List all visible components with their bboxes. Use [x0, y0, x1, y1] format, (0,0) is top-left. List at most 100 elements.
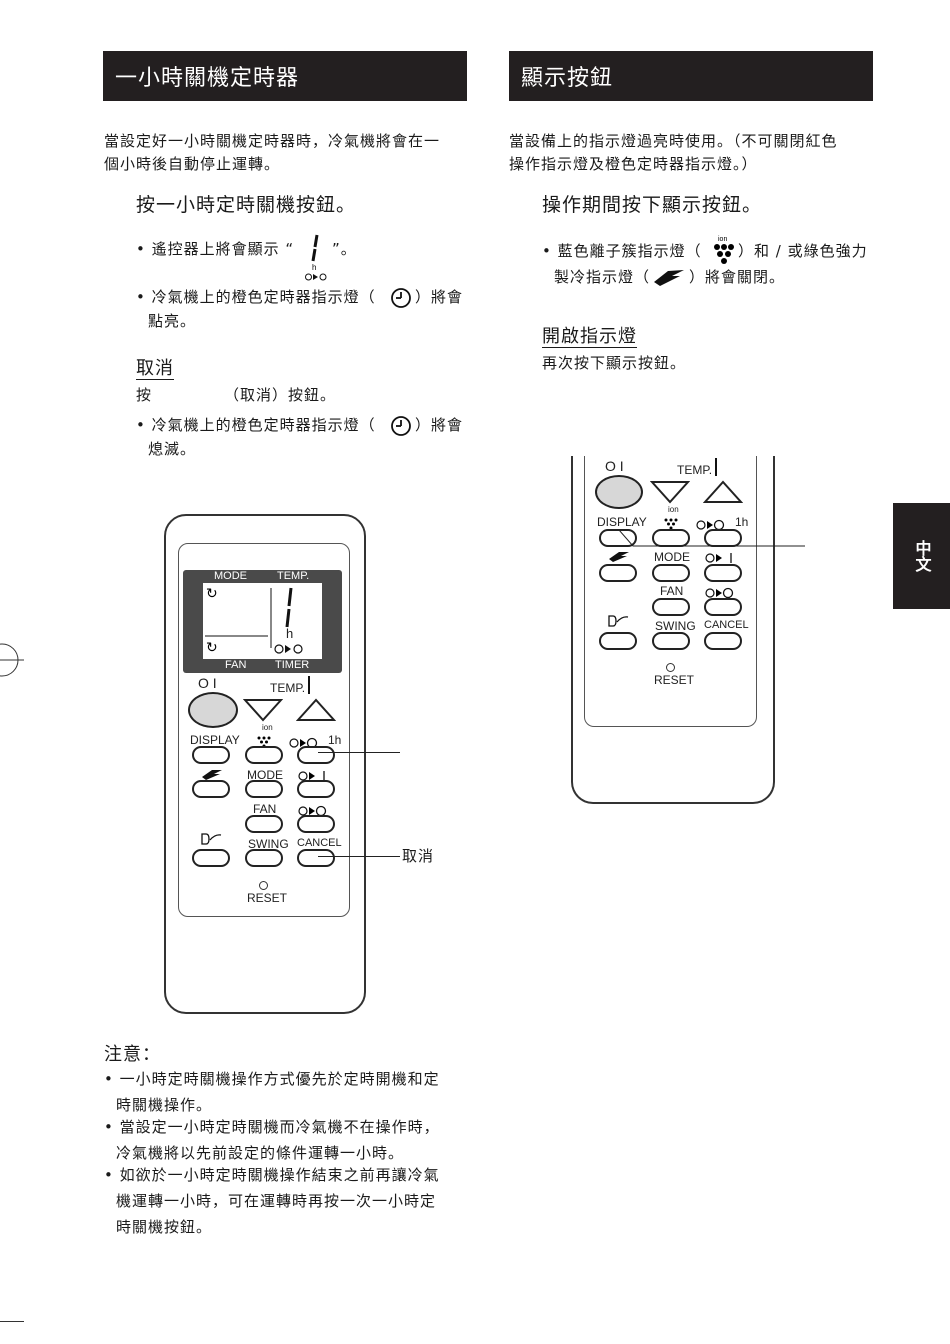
note-title: 注意：: [104, 1044, 161, 1065]
svg-text:h: h: [312, 263, 316, 272]
powerful-cool-icon: [652, 267, 686, 287]
power-button[interactable]: [188, 692, 238, 728]
bullet-text: 熄滅。: [148, 440, 197, 458]
cancel-callout-line: [318, 856, 400, 857]
intro-line: 個小時後自動停止運轉。: [104, 155, 281, 173]
right-intro: 當設備上的指示燈過亮時使用。（不可關閉紅色 操作指示燈及橙色定時器指示燈。）: [509, 130, 879, 176]
cancel-label: CANCEL: [704, 619, 749, 631]
swing-label: SWING: [655, 619, 696, 633]
bullet-timer-lamp-on: • 冷氣機上的橙色定時器指示燈（: [136, 288, 376, 306]
note-line: 時關機按鈕。: [116, 1218, 213, 1236]
bullet-text: ）將會: [415, 288, 464, 306]
remote-control-partial: [571, 456, 775, 804]
reset-label: RESET: [654, 673, 695, 687]
svg-text:↻: ↻: [206, 640, 218, 656]
language-tab-label: 中文: [912, 540, 932, 572]
temp-down-button[interactable]: [242, 698, 284, 722]
note-line: 時關機操作。: [116, 1096, 213, 1114]
power-label: O I: [198, 675, 217, 691]
heading-text: 一小時關機定時器: [115, 66, 300, 91]
swing-label: SWING: [248, 837, 289, 851]
fan-label: FAN: [253, 802, 277, 816]
powerful-cool-icon: [200, 766, 224, 780]
self-clean-icon: [200, 832, 222, 848]
intro-line: 當設定好一小時關機定時器時，冷氣機將會在一: [104, 132, 441, 150]
mode-button[interactable]: [652, 564, 690, 582]
display-button[interactable]: [599, 529, 637, 547]
bullet-text: 冷氣機上的橙色定時器指示燈（: [151, 416, 376, 434]
note-line: 一小時定時關機操作方式優先於定時開機和定: [119, 1070, 440, 1088]
note-line: 當設定一小時定時關機而冷氣機不在操作時，: [119, 1118, 440, 1136]
cancel-text: 按: [136, 386, 153, 404]
remote-inner-panel: [584, 456, 757, 727]
on-timer-button[interactable]: [297, 780, 335, 798]
ion-label: ion: [668, 505, 679, 514]
ion-button[interactable]: [245, 746, 283, 764]
lcd-mode-label: MODE: [214, 570, 247, 582]
one-hour-callout-line: [318, 752, 400, 753]
temp-up-button[interactable]: [702, 480, 744, 504]
reset-button[interactable]: [666, 663, 675, 672]
cancel-text: （取消）按鈕。: [224, 386, 337, 404]
one-hour-lcd-glyph-icon: h: [305, 232, 329, 282]
bullet-text: 遙控器上將會顯示 “: [151, 240, 295, 258]
cancel-button[interactable]: [297, 849, 335, 867]
self-clean-button[interactable]: [192, 849, 230, 867]
lcd-timer-label: TIMER: [275, 659, 310, 671]
svg-text:ion: ion: [718, 236, 727, 243]
thermometer-icon: [307, 676, 311, 694]
powerful-button[interactable]: [192, 780, 230, 798]
powerful-cool-icon: [607, 548, 631, 562]
bullet-text: ）將會: [415, 416, 464, 434]
thermometer-icon: [714, 458, 718, 476]
temp-down-button[interactable]: [649, 480, 691, 504]
off-timer-button[interactable]: [704, 598, 742, 616]
lcd-temp-label: TEMP.: [277, 570, 310, 582]
self-clean-button[interactable]: [599, 632, 637, 650]
reset-button[interactable]: [259, 881, 268, 890]
svg-text:↻: ↻: [206, 586, 218, 602]
bullet-text: ）和 / 或綠色強力: [738, 242, 868, 260]
cancel-button[interactable]: [704, 632, 742, 650]
crop-mark: [0, 1321, 24, 1322]
step-title: 按一小時定時關機按鈕。: [136, 194, 357, 216]
powerful-button[interactable]: [599, 564, 637, 582]
swing-button[interactable]: [652, 632, 690, 650]
cancel-subheading: 取消: [136, 358, 174, 379]
power-label: O I: [605, 458, 624, 474]
lcd-fan-label: FAN: [225, 659, 247, 671]
cancel-label: CANCEL: [297, 837, 342, 849]
temp-label: TEMP.: [270, 681, 306, 695]
intro-line: 操作指示燈及橙色定時器指示燈。）: [509, 155, 758, 173]
note-line: 機運轉一小時，可在運轉時再按一次一小時定: [116, 1192, 437, 1210]
fan-label: FAN: [660, 584, 684, 598]
temp-label: TEMP.: [677, 463, 713, 477]
one-hour-label: 1h: [328, 733, 342, 747]
bullet-text: 藍色離子簇指示燈（: [557, 242, 702, 260]
fan-button[interactable]: [245, 815, 283, 833]
ion-dots-icon: [664, 515, 678, 530]
self-clean-icon: [607, 614, 629, 630]
mode-label: MODE: [654, 550, 690, 564]
reopen-text: 再次按下顯示按鈕。: [542, 354, 687, 372]
temp-up-button[interactable]: [295, 698, 337, 722]
display-label: DISPLAY: [190, 733, 240, 747]
off-timer-button[interactable]: [297, 815, 335, 833]
note-2: • 當設定一小時定時關機而冷氣機不在操作時， 冷氣機將以先前設定的條件運轉一小時…: [104, 1114, 474, 1166]
bullet-remote-display: • 遙控器上將會顯示 “: [136, 240, 295, 258]
mode-label: MODE: [247, 768, 283, 782]
fan-button[interactable]: [652, 598, 690, 616]
display-button[interactable]: [192, 746, 230, 764]
note-line: 冷氣機將以先前設定的條件運轉一小時。: [116, 1144, 405, 1162]
mode-button[interactable]: [245, 780, 283, 798]
timer-clock-icon: [390, 415, 412, 437]
one-hour-timer-button[interactable]: [297, 746, 335, 764]
power-button[interactable]: [595, 475, 643, 509]
timer-off-clock-icon: [705, 584, 745, 599]
lcd-hour-label: h: [286, 626, 294, 641]
on-timer-button[interactable]: [704, 564, 742, 582]
swing-button[interactable]: [245, 849, 283, 867]
section-heading-one-hour-timer: 一小時關機定時器: [103, 51, 467, 101]
one-hour-label: 1h: [735, 515, 749, 529]
reset-label: RESET: [247, 891, 288, 905]
